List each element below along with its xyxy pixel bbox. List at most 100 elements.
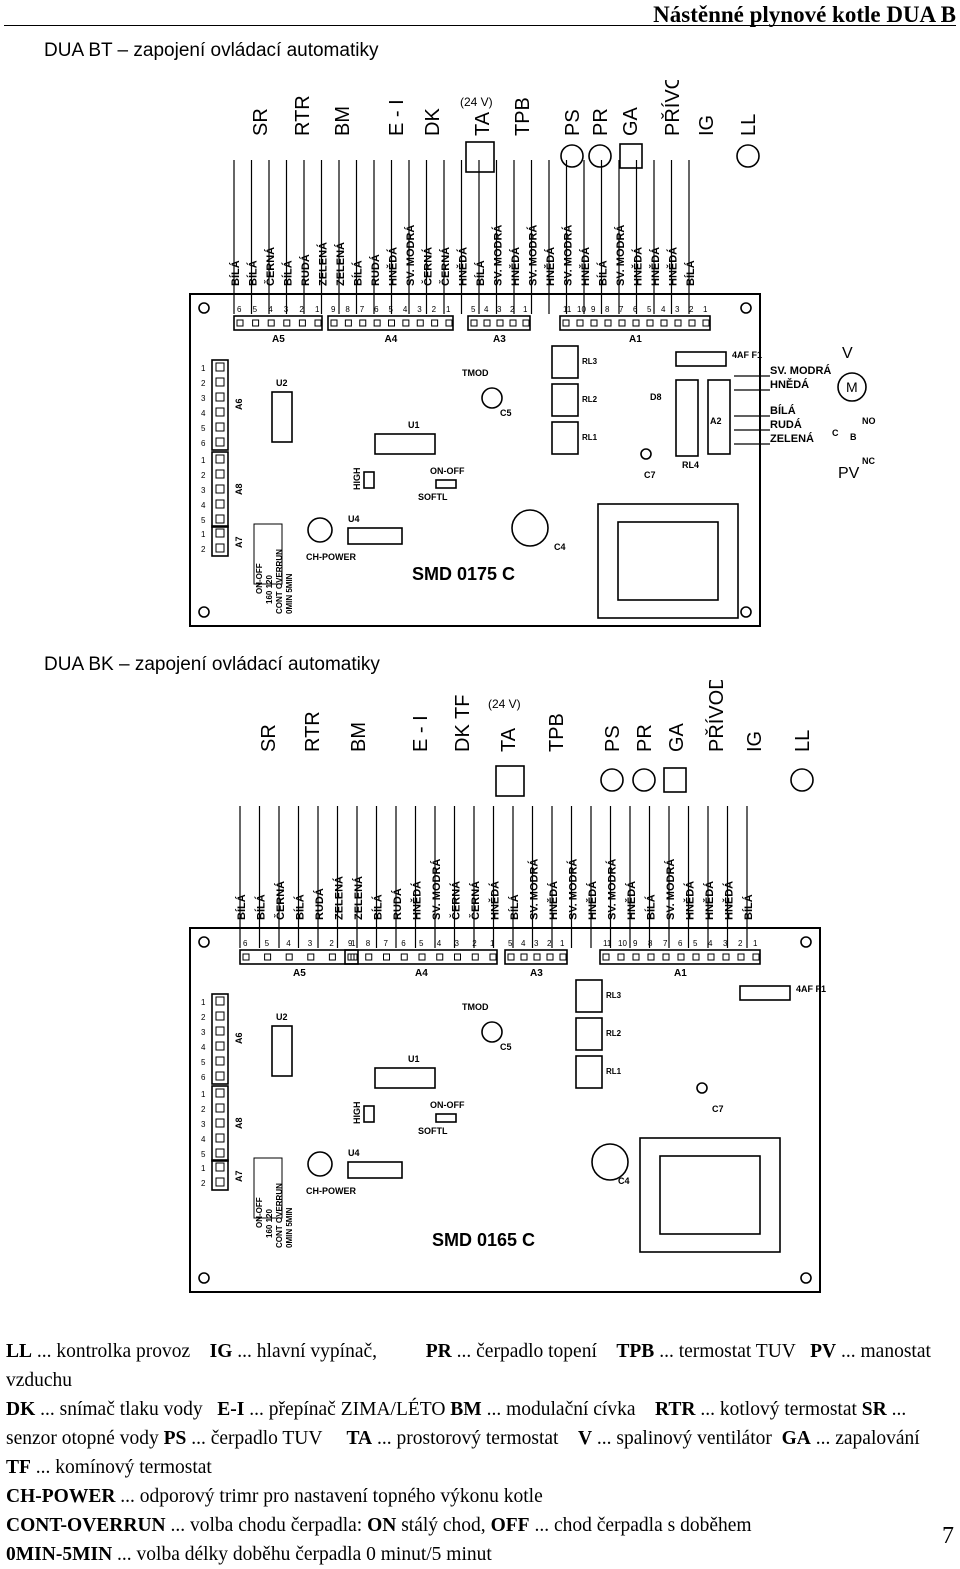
side-wire-label: ZELENÁ [770, 432, 814, 445]
wire-color-label: BÍLÁ [372, 894, 385, 920]
terminal-pin [692, 953, 700, 961]
mount-hole [800, 936, 812, 948]
board-outline [189, 927, 821, 1293]
terminal-pin [496, 319, 504, 327]
option-label: 160 120 [265, 1209, 274, 1238]
legend-description: ... snímač tlaku vody [35, 1399, 218, 1420]
side-terminal-label: A7 [234, 1170, 244, 1182]
terminal-pin [314, 319, 322, 327]
ic-u2 [271, 391, 293, 443]
terminal-block-label: A3 [530, 968, 543, 979]
side-terminal-number: 2 [201, 1105, 206, 1114]
ic-u2 [271, 1025, 293, 1077]
mount-hole [740, 302, 752, 314]
relay [575, 979, 603, 1013]
terminal-block [504, 949, 568, 965]
side-terminal-pin [215, 528, 225, 538]
legend-description: ... zapalování [810, 1428, 920, 1449]
component-label: BM [332, 106, 354, 136]
legend-description: senzor otopné vody [6, 1428, 164, 1449]
terminal-pin [707, 953, 715, 961]
capacitor-c4 [511, 509, 549, 547]
legend: LL ... kontrolka provoz IG ... hlavní vy… [6, 1337, 960, 1569]
component-label: TPB [512, 97, 534, 136]
terminal-pin [662, 953, 670, 961]
side-terminal-pin [215, 1177, 225, 1187]
capacitor-label: C4 [618, 1176, 630, 1186]
terminal-pin [298, 319, 306, 327]
component-label: GA [620, 106, 642, 136]
component-label: IG [744, 731, 766, 752]
legend-term: TF [6, 1457, 31, 1478]
page-header-title: Nástěnné plynové kotle DUA B [653, 2, 956, 27]
terminal-number: 1 [351, 939, 356, 948]
terminal-pin [285, 953, 293, 961]
pump-symbol [632, 768, 656, 792]
relay-label: RL3 [606, 991, 622, 1000]
terminal-pin [562, 319, 570, 327]
wire-color-label: HNĚDÁ [586, 881, 599, 920]
option-label: CONT OVERRUN [275, 1183, 284, 1248]
board-label: SMD 0175 C [412, 564, 515, 584]
jumper-high [363, 1105, 375, 1123]
terminal-number: 6 [678, 939, 683, 948]
terminal-block-label: A4 [385, 334, 398, 345]
wire-color-label: SV. MODRÁ [528, 859, 541, 920]
capacitor-label: C5 [500, 1042, 512, 1052]
side-terminal-number: 2 [201, 379, 206, 388]
terminal-pin [400, 953, 408, 961]
legend-term: 0MIN-5MIN [6, 1544, 113, 1565]
option-label: ON-OFF [255, 1197, 264, 1228]
legend-description: ... modulační cívka [481, 1399, 656, 1420]
wire-color-label: HNĚDÁ [489, 881, 502, 920]
relay [551, 421, 579, 455]
wire-color-label: SV. MODRÁ [562, 225, 575, 286]
terminal-pin [383, 953, 390, 961]
terminal-number: 6 [633, 305, 638, 314]
side-terminal-pin [215, 484, 225, 494]
terminal-number: 3 [455, 939, 460, 948]
terminal-pin [559, 953, 567, 961]
wire-color-label: HNĚDÁ [509, 247, 522, 286]
ic-u4 [347, 527, 403, 545]
bt-section-title: DUA BT – zapojení ovládací automatiky [44, 40, 379, 61]
terminal-number: 3 [417, 305, 422, 314]
mount-hole [198, 302, 210, 314]
component-label: TA [498, 727, 520, 752]
terminal-block [599, 949, 761, 965]
tmod-label: TMOD [462, 368, 489, 378]
component-label: TPB [546, 713, 568, 752]
wire-color-label: ČERNÁ [469, 881, 482, 920]
side-terminal-pin [215, 407, 225, 417]
wire-color-label: HNĚDÁ [579, 247, 592, 286]
component-label: PR [590, 108, 612, 136]
component-label: TA [472, 111, 494, 136]
terminal-number: 1 [523, 305, 528, 314]
terminal-pin [617, 953, 625, 961]
legend-description: ... komínový termostat [30, 1457, 212, 1478]
terminal-number: 7 [360, 305, 365, 314]
side-terminal-number: 5 [201, 516, 206, 525]
terminal-pin [242, 953, 250, 961]
mount-hole [740, 606, 752, 618]
relay-label: RL2 [582, 395, 598, 404]
fan-label: V [842, 345, 853, 362]
terminal-pin [618, 319, 626, 327]
mount-hole [198, 1272, 210, 1284]
terminal-number: 5 [508, 939, 513, 948]
legend-term: DK [6, 1399, 36, 1420]
terminal-number: 4 [403, 305, 408, 314]
side-terminal-number: 4 [201, 1135, 206, 1144]
transformer-inner [617, 521, 719, 601]
terminal-pin [752, 953, 760, 961]
component-label: SR [250, 108, 272, 136]
side-terminal-number: 1 [201, 530, 206, 539]
component-label: DK [422, 108, 444, 136]
fuse-label: 4AF F1 [796, 984, 826, 994]
terminal-pin [344, 319, 352, 327]
wire-color-label: BÍLÁ [294, 894, 307, 920]
side-terminal-pin [215, 543, 225, 553]
legend-term: E-I [217, 1399, 245, 1420]
terminal-number: 1 [560, 939, 565, 948]
